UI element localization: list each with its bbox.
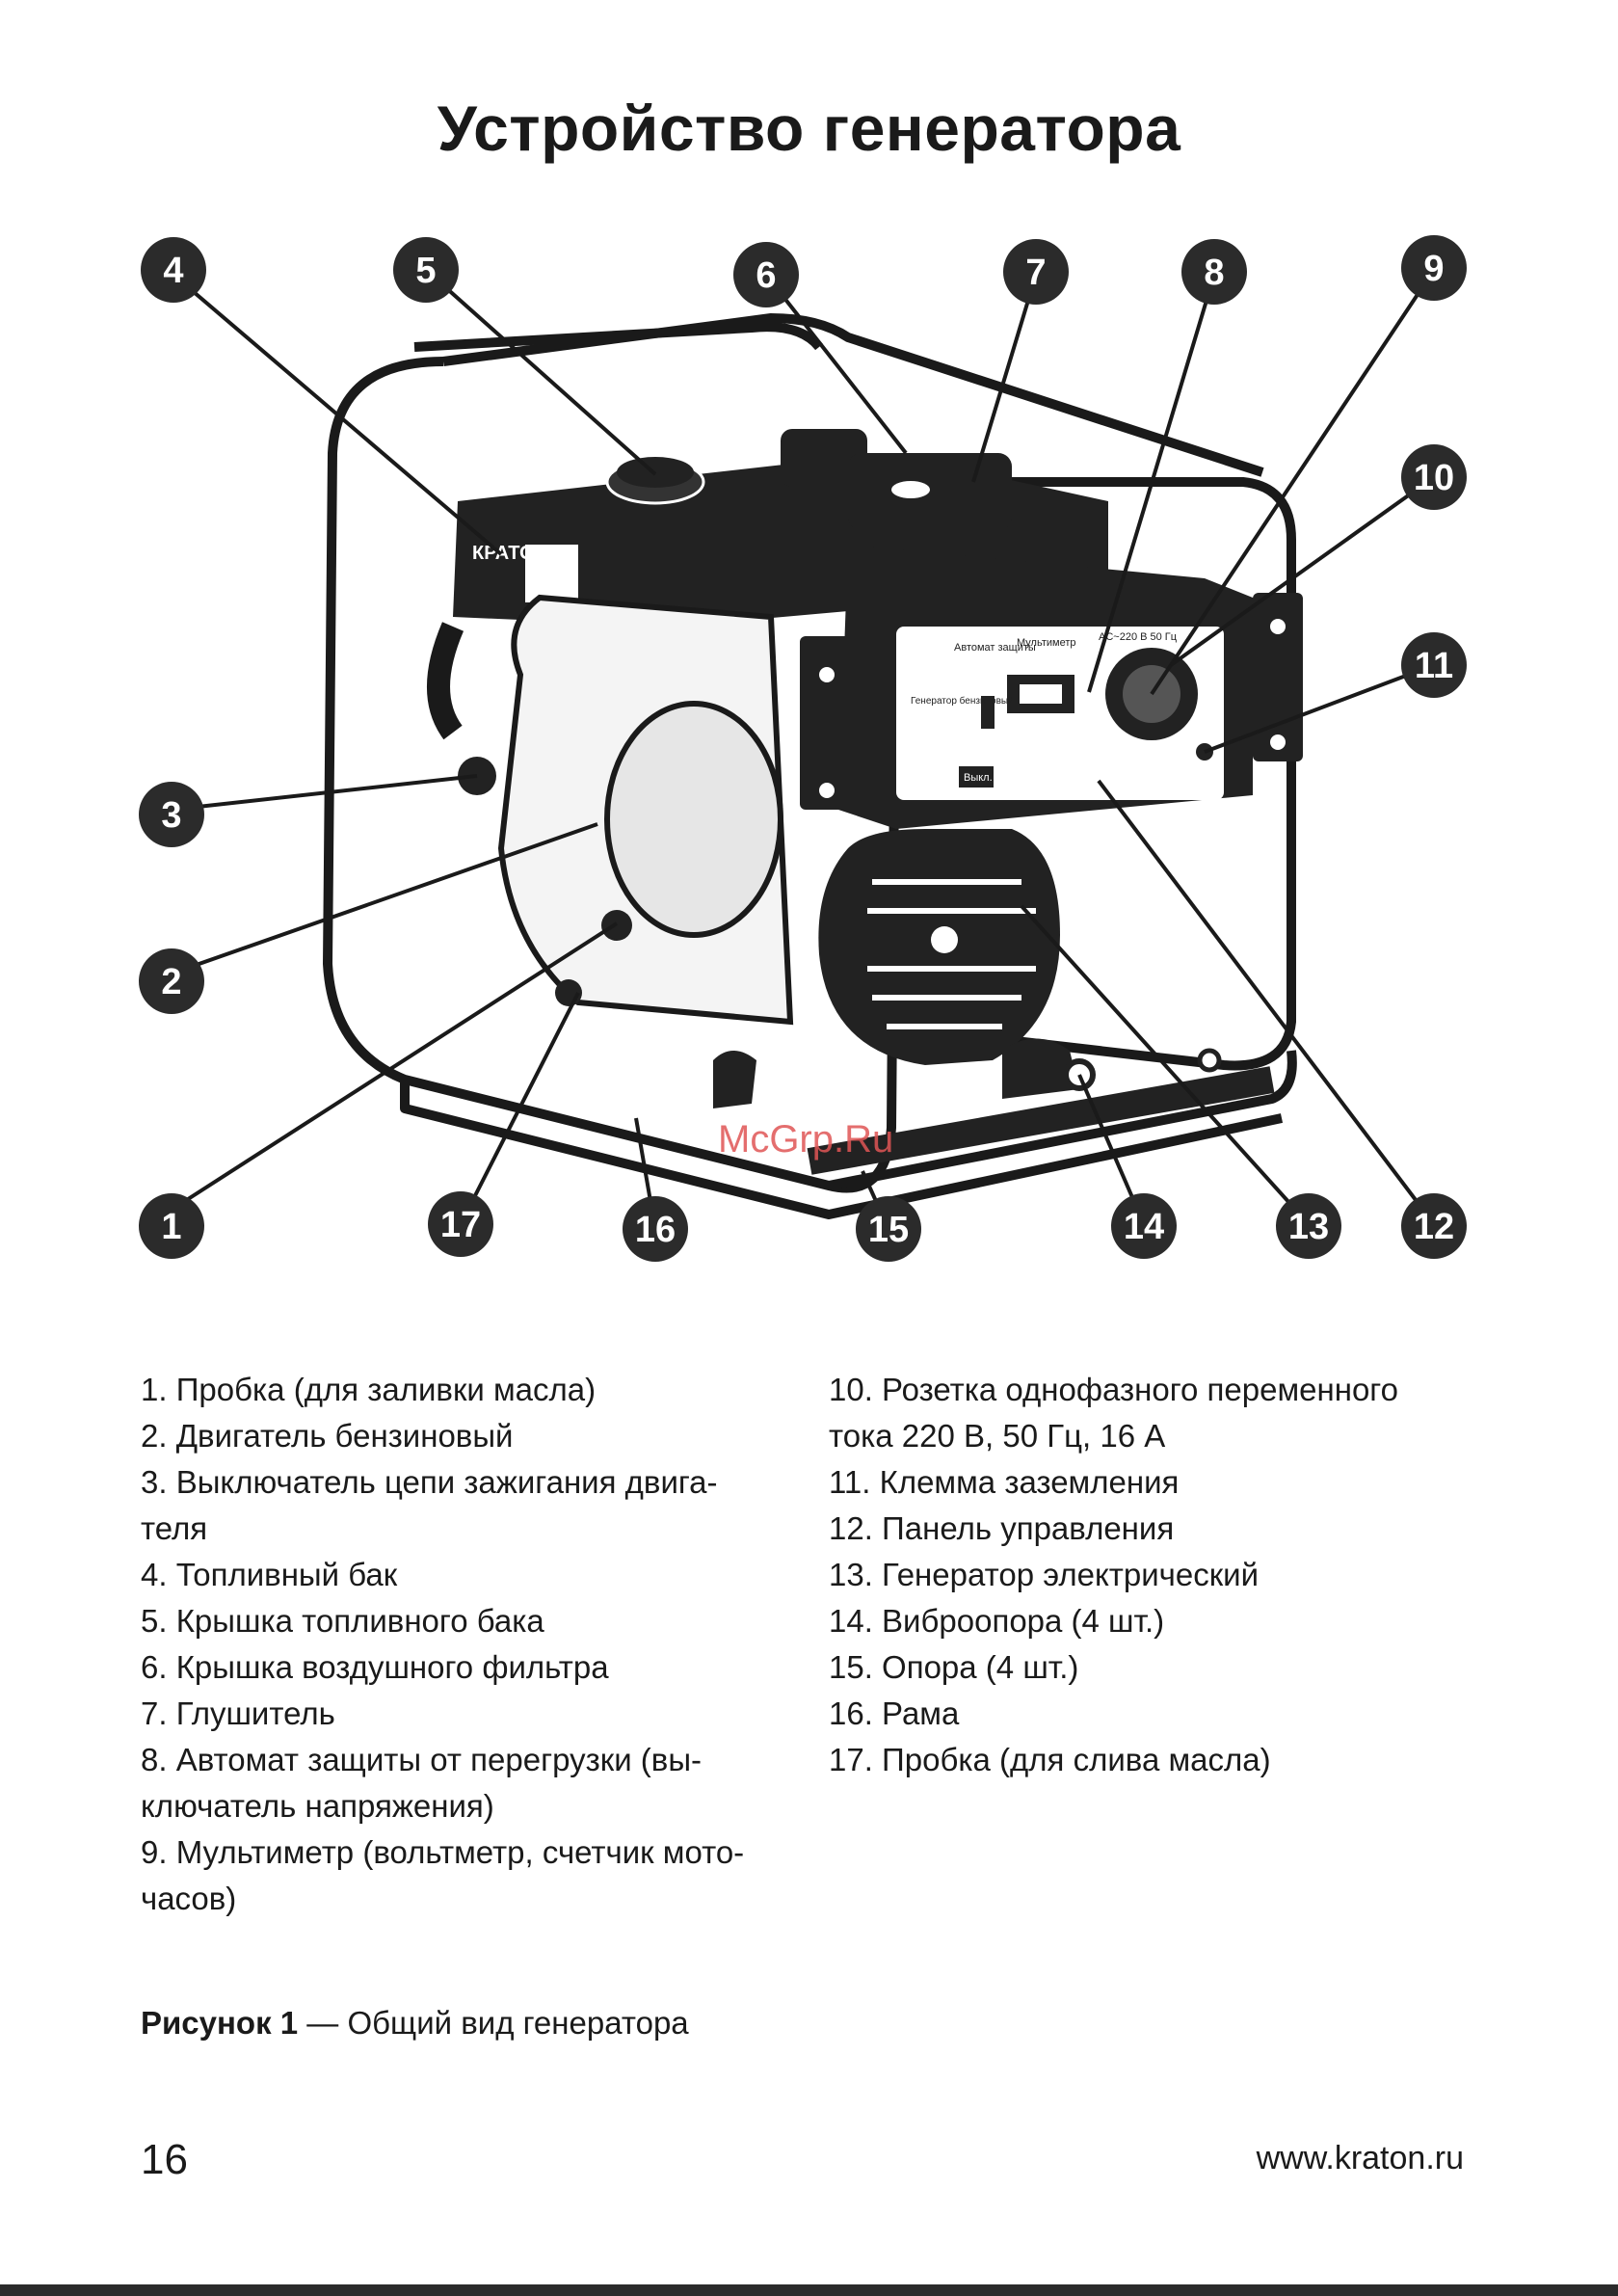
list-item: 7. Глушитель xyxy=(141,1695,335,1731)
alternator xyxy=(818,829,1060,1065)
list-item: ключатель напряжения) xyxy=(141,1788,494,1824)
svg-text:13: 13 xyxy=(1288,1207,1329,1247)
svg-text:10: 10 xyxy=(1414,458,1454,498)
page-title: Устройство генератора xyxy=(437,93,1181,164)
svg-text:Генератор бензиновый: Генератор бензиновый xyxy=(911,695,1014,707)
callout-14: 14 xyxy=(1111,1193,1177,1259)
list-item: 5. Крышка топливного бака xyxy=(141,1603,544,1639)
callout-12: 12 xyxy=(1401,1193,1467,1259)
generator-diagram: КРАТОН Выкл. Автомат защиты Мультиметр A… xyxy=(139,235,1467,1262)
svg-text:AC~220 В 50 Гц: AC~220 В 50 Гц xyxy=(1099,631,1178,643)
svg-text:5: 5 xyxy=(415,251,436,291)
svg-text:6: 6 xyxy=(756,255,776,296)
svg-text:3: 3 xyxy=(161,795,181,836)
callout-2: 2 xyxy=(139,948,204,1014)
callout-10: 10 xyxy=(1401,444,1467,510)
list-item: тока 220 В, 50 Гц, 16 А xyxy=(829,1418,1166,1454)
air-filter xyxy=(781,429,1012,530)
list-item: 13. Генератор электрический xyxy=(829,1557,1260,1592)
list-item: часов) xyxy=(141,1881,237,1916)
list-item: 2. Двигатель бензиновый xyxy=(141,1418,514,1454)
list-item: 17. Пробка (для слива масла) xyxy=(829,1742,1271,1777)
svg-text:16: 16 xyxy=(635,1210,676,1250)
callout-16: 16 xyxy=(623,1196,688,1262)
callout-15: 15 xyxy=(856,1196,921,1262)
svg-text:9: 9 xyxy=(1423,249,1444,289)
list-item: 11. Клемма заземления xyxy=(829,1464,1180,1500)
list-item: 14. Виброопора (4 шт.) xyxy=(829,1603,1165,1639)
website-link[interactable]: www.kraton.ru xyxy=(1256,2140,1464,2176)
svg-text:4: 4 xyxy=(163,251,183,291)
svg-text:14: 14 xyxy=(1124,1207,1164,1247)
svg-text:15: 15 xyxy=(868,1210,909,1250)
callout-4: 4 xyxy=(141,237,206,303)
svg-text:7: 7 xyxy=(1025,253,1046,293)
svg-text:Мультиметр: Мультиметр xyxy=(1017,637,1076,649)
svg-text:КРАТОН: КРАТОН xyxy=(472,543,548,564)
callout-13: 13 xyxy=(1276,1193,1341,1259)
svg-text:11: 11 xyxy=(1415,646,1453,686)
footer-rule xyxy=(0,2284,1618,2296)
list-item: теля xyxy=(141,1510,208,1546)
watermark: McGrp.Ru xyxy=(718,1118,894,1161)
callout-5: 5 xyxy=(393,237,459,303)
list-item: 6. Крышка воздушного фильтра xyxy=(141,1649,609,1685)
engine xyxy=(427,594,794,1026)
caption-text: — Общий вид генератора xyxy=(298,2005,689,2041)
svg-text:2: 2 xyxy=(161,962,181,1002)
svg-text:Автомат защиты: Автомат защиты xyxy=(954,642,1036,654)
page-number: 16 xyxy=(141,2136,188,2183)
callout-11: 11 xyxy=(1401,632,1467,698)
control-panel: Выкл. Автомат защиты Мультиметр AC~220 В… xyxy=(838,545,1253,829)
svg-text:17: 17 xyxy=(440,1205,481,1245)
list-item: 9. Мультиметр (вольтметр, счетчик мото- xyxy=(141,1834,745,1870)
callout-7: 7 xyxy=(1003,239,1069,305)
svg-text:Выкл.: Выкл. xyxy=(964,772,993,784)
figure-caption: Рисунок 1 — Общий вид генератора xyxy=(141,2005,689,2042)
callout-17: 17 xyxy=(428,1191,493,1257)
callout-8: 8 xyxy=(1181,239,1247,305)
svg-text:12: 12 xyxy=(1414,1207,1454,1247)
callout-1: 1 xyxy=(139,1193,204,1259)
list-item: 16. Рама xyxy=(829,1695,960,1731)
list-item: 1. Пробка (для заливки масла) xyxy=(141,1372,597,1407)
parts-list-left: 1. Пробка (для заливки масла) 2. Двигате… xyxy=(141,1367,786,1922)
svg-text:1: 1 xyxy=(161,1207,181,1247)
list-item: 10. Розетка однофазного переменного xyxy=(829,1372,1398,1407)
parts-list-right: 10. Розетка однофазного переменного тока… xyxy=(829,1367,1474,1783)
callout-3: 3 xyxy=(139,782,204,847)
list-item: 12. Панель управления xyxy=(829,1510,1175,1546)
list-item: 15. Опора (4 шт.) xyxy=(829,1649,1079,1685)
svg-text:8: 8 xyxy=(1204,253,1224,293)
list-item: 8. Автомат защиты от перегрузки (вы- xyxy=(141,1742,703,1777)
base-mounts xyxy=(713,1038,1275,1175)
fuel-cap xyxy=(605,457,705,505)
callout-6: 6 xyxy=(733,242,799,307)
list-item: 4. Топливный бак xyxy=(141,1557,398,1592)
list-item: 3. Выключатель цепи зажигания двига- xyxy=(141,1464,718,1500)
caption-label: Рисунок 1 xyxy=(141,2005,299,2041)
callout-9: 9 xyxy=(1401,235,1467,301)
